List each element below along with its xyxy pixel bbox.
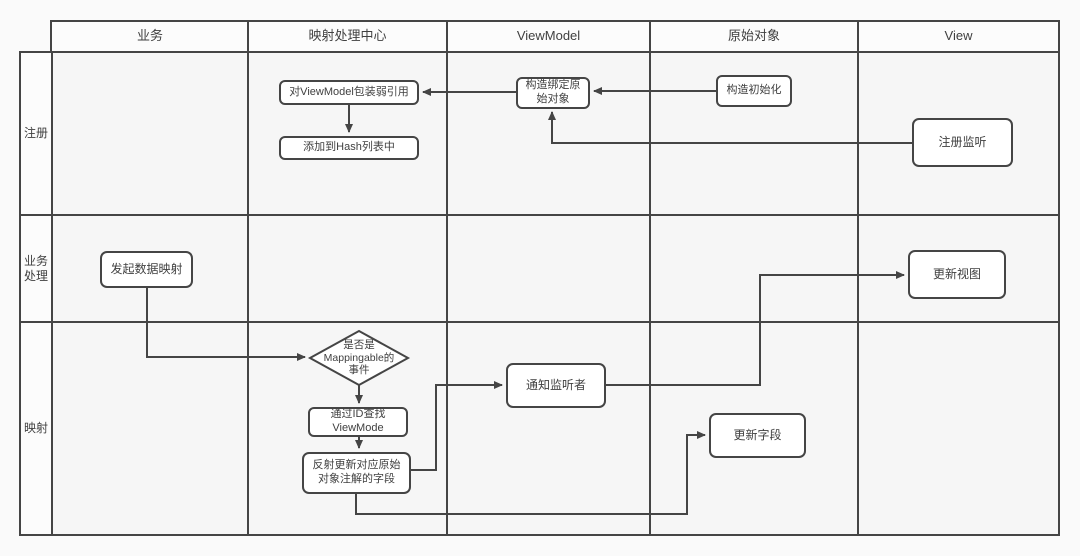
lane-header-view: View [944, 28, 973, 44]
node-find-viewmode-by-id: 通过ID查找 ViewMode [330, 408, 386, 434]
node-wrap-weakref: 对ViewModel包装弱引用 [289, 85, 409, 98]
node-update-view: 更新视图 [932, 267, 981, 281]
row-label-register: 注册 [23, 126, 48, 140]
lane-header-business: 业务 [136, 28, 163, 44]
lane-header-mapping-center: 映射处理中心 [308, 28, 387, 44]
node-initiate-mapping: 发起数据映射 [110, 262, 183, 276]
node-register-listener: 注册监听 [938, 135, 987, 149]
node-construct-bind-origin: 构造绑定原 始对象 [525, 79, 581, 105]
node-notify-listeners: 通知监听者 [525, 378, 586, 392]
lane-header-viewmodel: ViewModel [516, 28, 581, 44]
node-is-mappingable-decision: 是否是 Mappingable的 事件 [323, 339, 395, 377]
node-update-field: 更新字段 [733, 428, 782, 442]
lane-header-origin-object: 原始对象 [727, 28, 780, 44]
node-add-to-hash: 添加到Hash列表中 [303, 141, 395, 154]
node-reflect-update-fields: 反射更新对应原始 对象注解的字段 [312, 459, 401, 485]
row-label-business-process: 业务处理 [23, 253, 48, 283]
node-construct-init: 构造初始化 [726, 84, 782, 97]
row-label-mapping: 映射 [23, 421, 48, 435]
